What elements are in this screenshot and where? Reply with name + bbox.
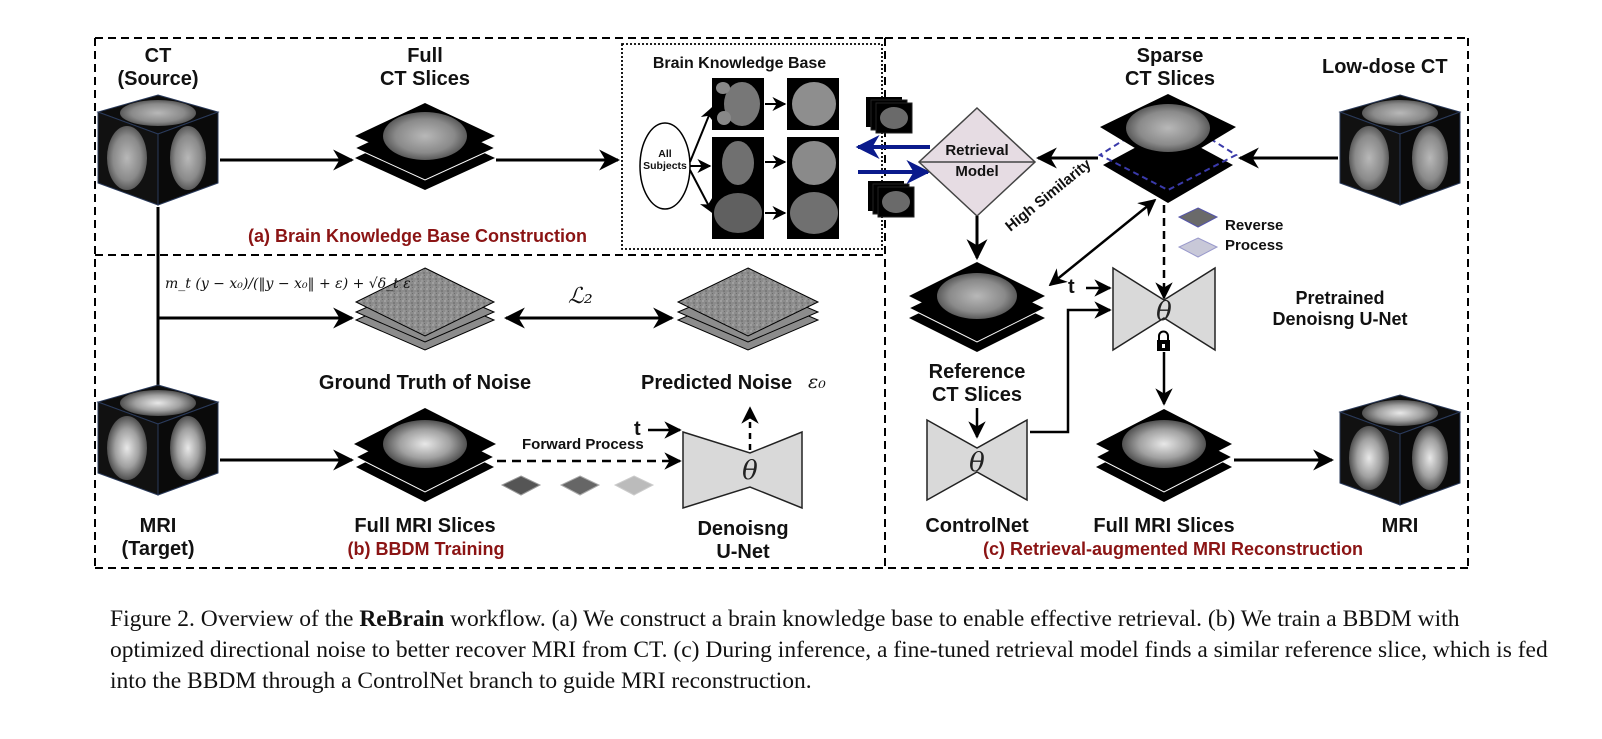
- controlnet-shape: θ: [926, 418, 1028, 502]
- section-b-border: [95, 38, 1468, 569]
- controlnet-theta: θ: [969, 448, 985, 478]
- reverse-label: Reverse: [1225, 217, 1284, 234]
- full-mri-slices-b-label: Full MRI Slices: [354, 515, 496, 537]
- retrieved-slices-thumb-bottom: [868, 181, 915, 218]
- denoising-unet-label-c: Denoisng U-Net: [1272, 308, 1408, 329]
- rebrain-workflow-diagram: θ θ: [94, 37, 1469, 569]
- predicted-noise-stack: [676, 267, 820, 351]
- arrow-controlnet-to-pretrained: [1030, 301, 1112, 434]
- predicted-noise-symbol: ε₀: [808, 371, 826, 393]
- full-label: Full: [407, 45, 443, 67]
- pretrained-unet-theta: θ: [1156, 297, 1172, 327]
- mri-target-label: MRI (Target): [105, 515, 211, 561]
- denoising-label: Denoisng: [697, 518, 789, 540]
- figure-caption: Figure 2. Overview of the ReBrain workfl…: [110, 604, 1550, 697]
- full-mri-slices-c-label: Full MRI Slices: [1093, 515, 1235, 537]
- low-dose-ct-label: Low-dose CT: [1322, 56, 1448, 78]
- caption-body: workflow. (a) We construct a brain knowl…: [110, 606, 1548, 694]
- forward-process-label: Forward Process: [522, 436, 644, 453]
- reference-ct-slices-label: CT Slices: [931, 384, 1023, 406]
- section-a-title: (a) Brain Knowledge Base Construction: [248, 226, 588, 246]
- sparse-ct-slices: [1097, 94, 1239, 203]
- section-c-title: (c) Retrieval-augmented MRI Reconstructi…: [983, 539, 1364, 559]
- mri-label: MRI: [139, 515, 177, 537]
- all-subjects-label: All Subjects: [640, 148, 690, 172]
- t-label-c: t: [1068, 276, 1075, 298]
- t-label-b: t: [634, 418, 641, 440]
- denoise-unet-theta: θ: [742, 456, 758, 486]
- full-ct-slices-stack: [353, 103, 497, 190]
- pretrained-unet-label: Pretrained Denoisng U-Net: [1255, 288, 1425, 329]
- l2-loss-label: ℒ₂: [568, 284, 593, 309]
- pretrained-label: Pretrained: [1295, 288, 1385, 308]
- retrieval-model-label: Retrieval Model: [925, 140, 1029, 182]
- denoising-unet-label: Denoisng U-Net: [680, 518, 806, 564]
- denoising-unet-shape: θ: [682, 430, 803, 510]
- full-ct-slices-label: Full CT Slices: [355, 45, 495, 91]
- caption-prefix: Figure 2. Overview of the: [110, 606, 360, 632]
- target-label: (Target): [121, 538, 195, 560]
- reference-label: Reference: [928, 361, 1026, 383]
- sparse-ct-label: Sparse CT Slices: [1100, 45, 1240, 91]
- full-mri-slices-c: [1094, 409, 1234, 502]
- section-b-title: (b) BBDM Training: [347, 539, 505, 559]
- mri-target-cube: [96, 384, 220, 496]
- ct-source-label: CT (Source): [105, 45, 211, 91]
- kb-arrows: [689, 97, 787, 220]
- mri-output-cube: [1338, 394, 1462, 506]
- retrieved-slices-thumb-top: [866, 97, 913, 134]
- model-label: Model: [955, 163, 999, 180]
- section-a-border: [94, 37, 885, 568]
- unet-label: U-Net: [716, 541, 770, 563]
- subjects-label: Subjects: [643, 160, 687, 173]
- full-mri-slices-b: [354, 408, 496, 502]
- section-c-border: [885, 37, 1469, 568]
- reverse-process-label: Reverse Process: [1225, 216, 1283, 256]
- ground-truth-noise-label: Ground Truth of Noise: [318, 372, 532, 394]
- ct-label: CT: [144, 45, 172, 67]
- low-dose-ct-cube: [1338, 94, 1462, 206]
- mri-output-label: MRI: [1381, 515, 1419, 537]
- ct-slices-label: CT Slices: [379, 68, 471, 90]
- forward-process-icons: [500, 475, 655, 496]
- ct-source-cube: [96, 94, 220, 206]
- sparse-label: Sparse: [1136, 45, 1204, 67]
- reverse-process-icons: [1177, 207, 1219, 258]
- pretrained-unet-shape: θ: [1112, 266, 1216, 352]
- arrow-high-similarity: [1048, 198, 1157, 287]
- reference-ct-slices: [907, 262, 1047, 352]
- predicted-noise-label: Predicted Noise: [641, 372, 793, 394]
- process-label: Process: [1225, 237, 1284, 254]
- source-label: (Source): [117, 68, 199, 90]
- ground-truth-noise-stack: [354, 267, 496, 351]
- kb-thumbnails: [712, 78, 839, 239]
- knowledge-base-border: [621, 43, 883, 250]
- retrieval-label: Retrieval: [945, 142, 1009, 159]
- noise-formula: m_t (y − x₀)/(‖y − x₀‖ + ε) + √δ_t ε: [165, 276, 411, 292]
- reference-ct-label: Reference CT Slices: [912, 361, 1042, 407]
- controlnet-label: ControlNet: [925, 515, 1029, 537]
- sparse-ct-slices-label: CT Slices: [1124, 68, 1216, 90]
- lock-icon: [1157, 330, 1170, 351]
- kb-title: Brain Knowledge Base: [652, 55, 827, 72]
- all-label: All: [658, 148, 672, 160]
- caption-bold-rebrain: ReBrain: [359, 606, 445, 632]
